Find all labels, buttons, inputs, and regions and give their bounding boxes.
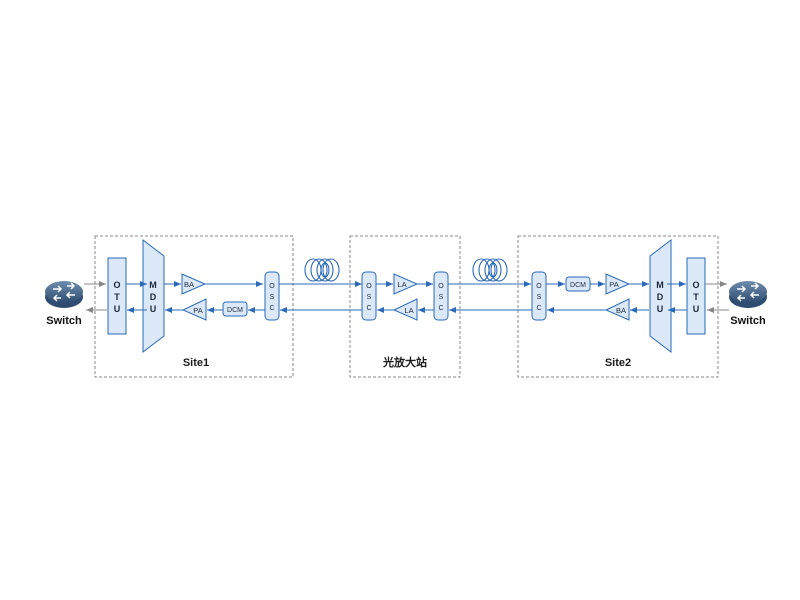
site1-mdu-letter-d: D	[150, 292, 157, 302]
site2-ba-label: BA	[616, 306, 626, 315]
fiber-coil-2-icon	[472, 258, 508, 282]
amp-la-top-amplifier	[393, 273, 419, 295]
amp-osc-right-letter-s: S	[439, 294, 444, 301]
amp-osc-right-box	[433, 271, 449, 321]
site2-osc-letter-s: S	[537, 294, 542, 301]
site1-osc-letter-c: C	[269, 305, 274, 312]
switch-left-label: Switch	[46, 315, 82, 327]
site2-mdu-letter-m: M	[656, 280, 664, 290]
site2-mdu-letter-u: U	[657, 304, 664, 314]
site1-mdu-letter-m: M	[149, 280, 157, 290]
site2-osc-box	[531, 271, 547, 321]
amp-la-bottom-amplifier	[392, 298, 418, 321]
switch-right-label: Switch	[730, 315, 766, 327]
site1-frame	[94, 235, 294, 378]
site2-osc-letter-c: C	[536, 305, 541, 312]
site1-osc-letter-s: S	[270, 294, 275, 301]
site1-ba-label: BA	[184, 280, 194, 289]
site2-ba-amplifier	[604, 298, 630, 321]
site1-dcm-label: DCM	[227, 307, 243, 314]
site1-otu-letter-u: U	[114, 304, 121, 314]
site2-osc-letter-o: O	[536, 283, 542, 290]
amp-la-bottom-label: LA	[404, 306, 413, 315]
switch-right-icon	[729, 281, 767, 308]
site1-pa-label: PA	[193, 306, 202, 315]
site2-mdu-shape	[649, 238, 672, 354]
site1-label: Site1	[183, 357, 209, 369]
site2-otu-box	[686, 257, 706, 335]
site1-pa-amplifier	[181, 298, 207, 321]
site1-osc-letter-o: O	[269, 283, 275, 290]
site2-otu-letter-t: T	[693, 292, 699, 302]
fiber-coil-1-icon	[304, 258, 340, 282]
site1-mdu-shape	[142, 238, 165, 354]
amp-osc-left-letter-s: S	[367, 294, 372, 301]
amp-osc-right-letter-c: C	[438, 305, 443, 312]
site1-ba-amplifier	[181, 273, 207, 295]
site1-otu-box	[107, 257, 127, 335]
site2-frame	[517, 235, 719, 378]
amplifier-site-label: 光放大站	[382, 355, 427, 369]
switch-left-icon	[45, 281, 83, 308]
site2-mdu-letter-d: D	[657, 292, 664, 302]
site1-otu-letter-o: O	[113, 280, 120, 290]
site1-otu-letter-t: T	[114, 292, 120, 302]
amp-osc-left-letter-c: C	[366, 305, 371, 312]
site1-dcm-box	[222, 301, 248, 317]
site1-osc-box	[264, 271, 280, 321]
amp-osc-right-letter-o: O	[438, 283, 444, 290]
amplifier-site-frame	[349, 235, 461, 378]
site2-otu-letter-o: O	[692, 280, 699, 290]
amp-osc-left-letter-o: O	[366, 283, 372, 290]
site2-pa-label: PA	[609, 280, 618, 289]
amp-osc-left-box	[361, 271, 377, 321]
site2-label: Site2	[605, 357, 631, 369]
amp-la-top-label: LA	[397, 280, 406, 289]
site2-dcm-label: DCM	[570, 282, 586, 289]
site2-pa-amplifier	[605, 273, 631, 295]
site1-mdu-letter-u: U	[150, 304, 157, 314]
site2-otu-letter-u: U	[693, 304, 700, 314]
